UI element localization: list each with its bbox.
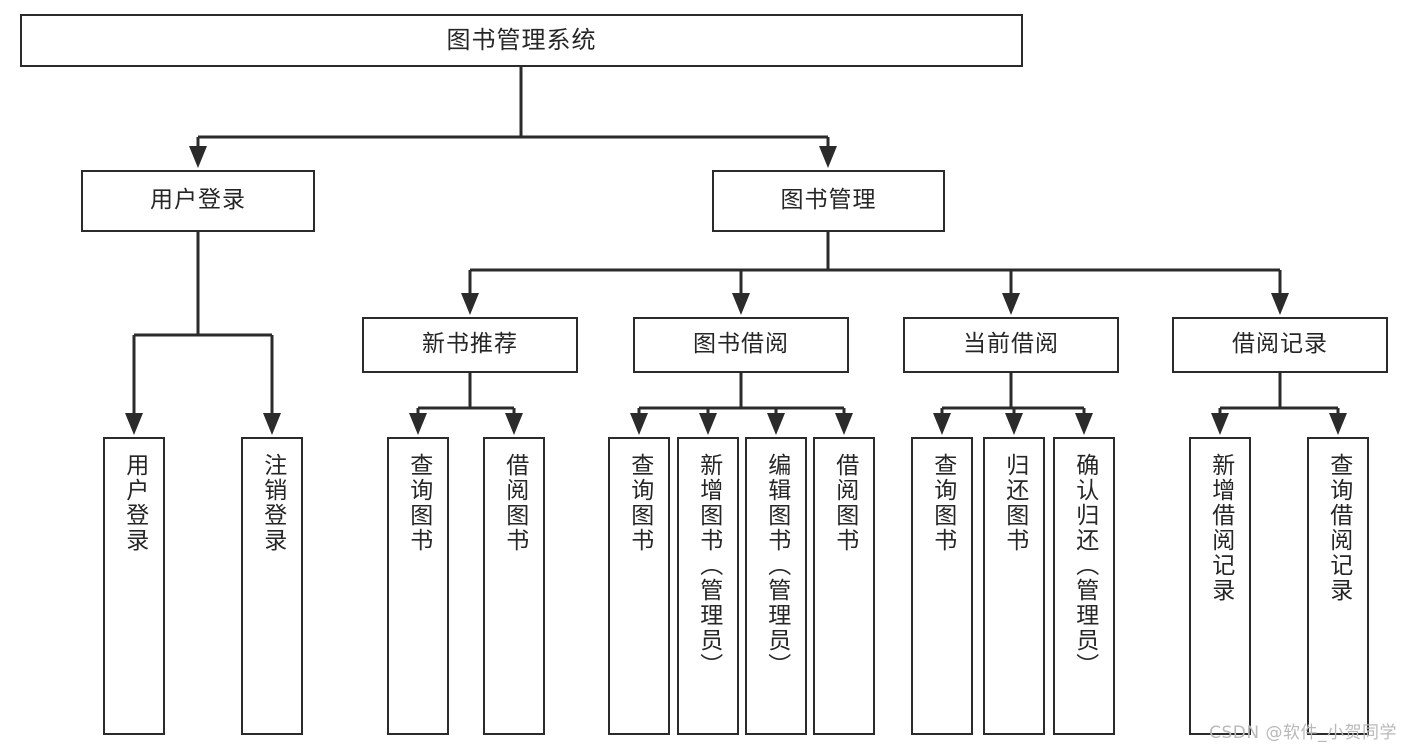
arrowhead-currentborrow-to-leaves-1 bbox=[1005, 413, 1023, 435]
node-label-leaf-confirm-return: 确认归还（管理员） bbox=[1071, 453, 1098, 678]
node-label-borrow-record: 借阅记录 bbox=[1232, 331, 1328, 358]
watermark-text: CSDN @软件_小贺同学 bbox=[1209, 723, 1397, 743]
node-label-user-login: 用户登录 bbox=[150, 187, 246, 214]
arrowhead-bookborrow-to-leaves-3 bbox=[835, 413, 853, 435]
node-leaf-borrow-book-2[interactable]: 借阅图书 bbox=[813, 437, 875, 735]
arrowhead-bookmanage-to-level3-0 bbox=[461, 293, 479, 315]
node-label-leaf-query-record: 查询借阅记录 bbox=[1325, 453, 1352, 603]
arrowhead-borrowrecord-to-leaves-0 bbox=[1211, 413, 1229, 435]
node-leaf-query-record[interactable]: 查询借阅记录 bbox=[1307, 437, 1369, 735]
node-label-leaf-return-book: 归还图书 bbox=[1001, 453, 1028, 553]
node-label-leaf-user-login: 用户登录 bbox=[121, 453, 148, 553]
node-user-login[interactable]: 用户登录 bbox=[81, 170, 315, 232]
arrowhead-bookmanage-to-level3-2 bbox=[1002, 293, 1020, 315]
node-leaf-return-book[interactable]: 归还图书 bbox=[983, 437, 1045, 735]
node-leaf-edit-book[interactable]: 编辑图书（管理员） bbox=[745, 437, 807, 735]
node-label-leaf-query-book-2: 查询图书 bbox=[626, 453, 653, 553]
node-label-leaf-add-record: 新增借阅记录 bbox=[1207, 453, 1234, 603]
node-label-leaf-logout: 注销登录 bbox=[259, 453, 286, 553]
node-label-root: 图书管理系统 bbox=[446, 26, 597, 55]
arrowhead-userlogin-to-leaves-1 bbox=[263, 413, 281, 435]
arrowhead-root-to-level2-1 bbox=[819, 146, 837, 168]
node-leaf-logout[interactable]: 注销登录 bbox=[241, 437, 303, 735]
arrowhead-bookborrow-to-leaves-2 bbox=[767, 413, 785, 435]
node-leaf-add-record[interactable]: 新增借阅记录 bbox=[1189, 437, 1251, 735]
node-label-leaf-borrow-book-2: 借阅图书 bbox=[831, 453, 858, 553]
node-borrow-record[interactable]: 借阅记录 bbox=[1172, 317, 1388, 373]
node-root[interactable]: 图书管理系统 bbox=[20, 14, 1023, 67]
arrowhead-borrowrecord-to-leaves-1 bbox=[1329, 413, 1347, 435]
arrowhead-currentborrow-to-leaves-2 bbox=[1075, 413, 1093, 435]
node-label-leaf-query-book-1: 查询图书 bbox=[405, 453, 432, 553]
node-leaf-borrow-book-1[interactable]: 借阅图书 bbox=[483, 437, 545, 735]
node-label-current-borrow: 当前借阅 bbox=[963, 331, 1059, 358]
arrowhead-userlogin-to-leaves-0 bbox=[125, 413, 143, 435]
node-leaf-query-book-1[interactable]: 查询图书 bbox=[387, 437, 449, 735]
node-label-leaf-borrow-book-1: 借阅图书 bbox=[501, 453, 528, 553]
arrowhead-root-to-level2-0 bbox=[189, 146, 207, 168]
node-book-manage[interactable]: 图书管理 bbox=[712, 170, 945, 232]
node-new-book-rec[interactable]: 新书推荐 bbox=[362, 317, 578, 373]
node-label-book-manage: 图书管理 bbox=[780, 187, 877, 214]
node-leaf-confirm-return[interactable]: 确认归还（管理员） bbox=[1053, 437, 1115, 735]
node-label-leaf-query-book-3: 查询图书 bbox=[929, 453, 956, 553]
node-leaf-user-login[interactable]: 用户登录 bbox=[103, 437, 165, 735]
node-label-leaf-edit-book: 编辑图书（管理员） bbox=[763, 453, 790, 678]
arrowhead-bookborrow-to-leaves-0 bbox=[630, 413, 648, 435]
node-current-borrow[interactable]: 当前借阅 bbox=[903, 317, 1119, 373]
node-label-book-borrow: 图书借阅 bbox=[693, 331, 789, 358]
node-leaf-query-book-3[interactable]: 查询图书 bbox=[911, 437, 973, 735]
arrowhead-bookmanage-to-level3-1 bbox=[732, 293, 750, 315]
arrowhead-newbookrec-to-leaves-0 bbox=[409, 413, 427, 435]
arrowhead-currentborrow-to-leaves-0 bbox=[933, 413, 951, 435]
node-label-leaf-add-book: 新增图书（管理员） bbox=[695, 453, 722, 678]
arrowhead-newbookrec-to-leaves-1 bbox=[505, 413, 523, 435]
node-leaf-add-book[interactable]: 新增图书（管理员） bbox=[677, 437, 739, 735]
node-book-borrow[interactable]: 图书借阅 bbox=[633, 317, 849, 373]
node-label-new-book-rec: 新书推荐 bbox=[422, 331, 518, 358]
arrowhead-bookmanage-to-level3-3 bbox=[1271, 293, 1289, 315]
node-leaf-query-book-2[interactable]: 查询图书 bbox=[608, 437, 670, 735]
arrowhead-bookborrow-to-leaves-1 bbox=[699, 413, 717, 435]
